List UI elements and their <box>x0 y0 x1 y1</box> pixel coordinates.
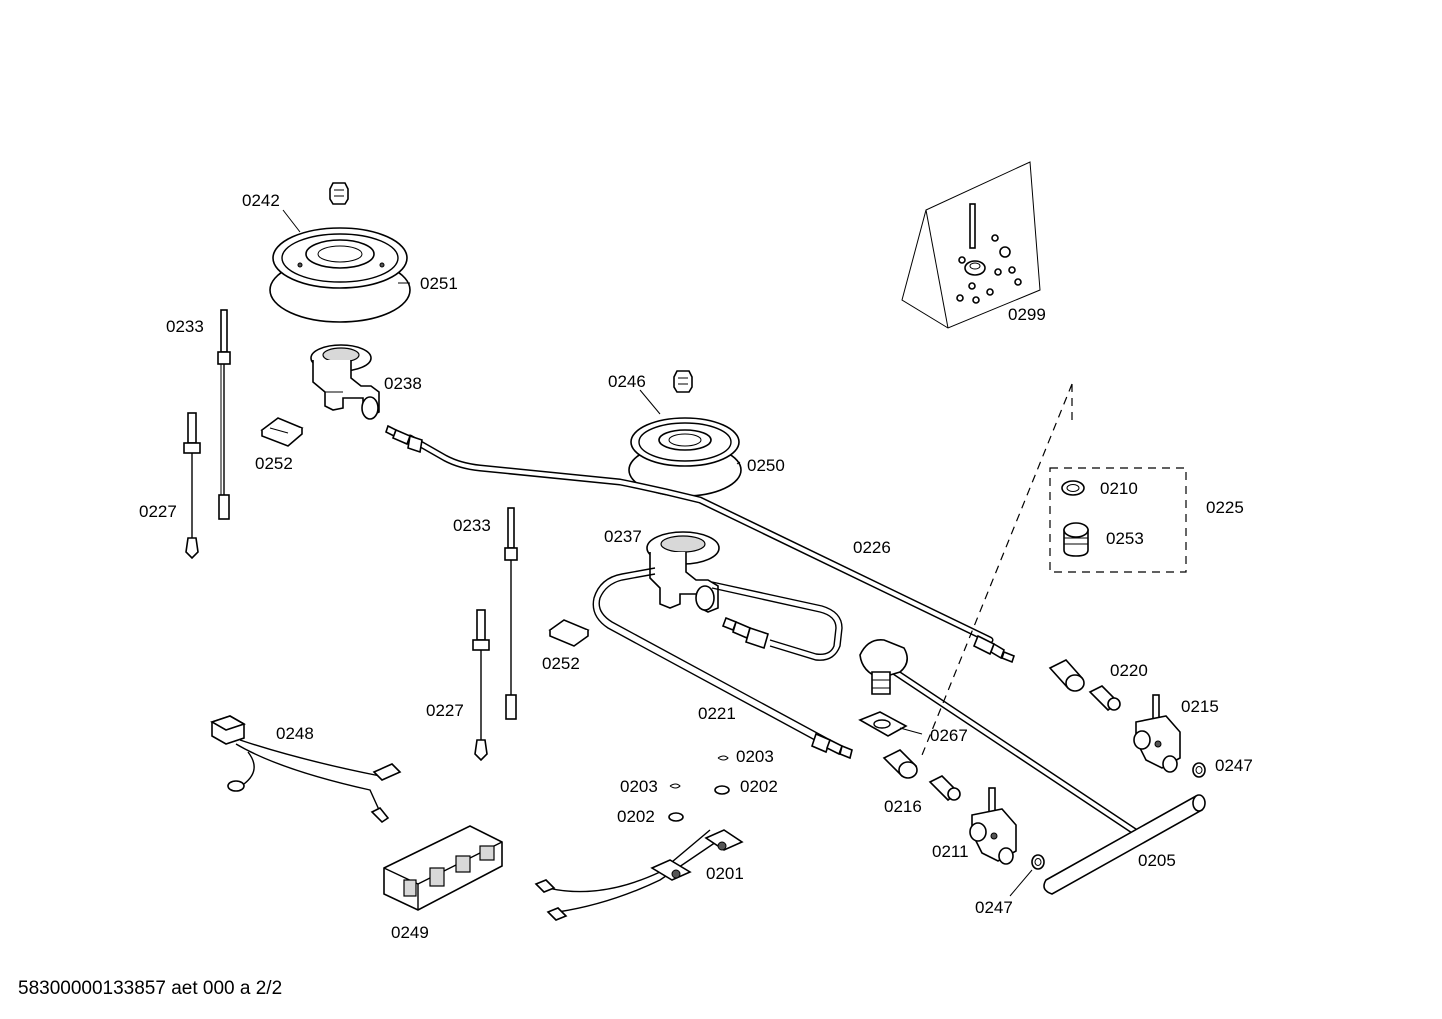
clip-0252-middle-part <box>548 619 590 647</box>
label-0210: 0210 <box>1100 479 1138 498</box>
ignition-electrode-0227-middle-part <box>472 609 490 762</box>
label-0247-bottom: 0247 <box>975 898 1013 917</box>
gas-rail-0205-part <box>859 638 1206 895</box>
label-0246: 0246 <box>608 372 646 391</box>
label-0252-left: 0252 <box>255 454 293 473</box>
label-0201: 0201 <box>706 864 744 883</box>
kit-leader-line <box>919 383 1073 761</box>
ignition-electrode-0227-left-part <box>183 412 201 560</box>
label-0216: 0216 <box>884 797 922 816</box>
adapter-0216-part <box>928 775 961 802</box>
label-0226: 0226 <box>853 538 891 557</box>
label-0237: 0237 <box>604 527 642 546</box>
label-0233-left: 0233 <box>166 317 204 336</box>
label-0238: 0238 <box>384 374 422 393</box>
burner-cap-0250-part <box>628 417 742 497</box>
label-0203-upper: 0203 <box>736 747 774 766</box>
thermocouple-0233-left-part <box>217 309 231 520</box>
seal-set-box-0225 <box>1049 467 1187 573</box>
label-0202-upper: 0202 <box>740 777 778 796</box>
valve-0211-part <box>969 787 1017 865</box>
parts-kit-bag-0299-part <box>901 161 1041 329</box>
label-0267: 0267 <box>930 726 968 745</box>
nut-0220-part <box>1048 659 1085 692</box>
label-0215: 0215 <box>1181 697 1219 716</box>
label-0242: 0242 <box>242 191 280 210</box>
burner-cap-0251-part <box>269 227 411 323</box>
label-0233-middle: 0233 <box>453 516 491 535</box>
label-0202-lower: 0202 <box>617 807 655 826</box>
label-0247-right: 0247 <box>1215 756 1253 775</box>
nozzle-0242-part <box>329 182 349 205</box>
label-0227-left: 0227 <box>139 502 177 521</box>
document-reference-footer: 58300000133857 aet 000 a 2/2 <box>18 978 283 999</box>
adapter-0220-part <box>1088 685 1121 712</box>
label-0249: 0249 <box>391 923 429 942</box>
gas-pipe-0226-part <box>385 424 1015 664</box>
label-0252-middle: 0252 <box>542 654 580 673</box>
washer-0247-right-part <box>1192 762 1206 778</box>
label-0211: 0211 <box>932 842 969 861</box>
burner-body-0237-part <box>646 531 720 613</box>
ignition-module-0249-part <box>383 825 503 911</box>
cable-0248-part <box>210 715 402 824</box>
leader-lines <box>282 209 1033 897</box>
label-0250: 0250 <box>747 456 785 475</box>
label-0220: 0220 <box>1110 661 1148 680</box>
label-0253: 0253 <box>1106 529 1144 548</box>
clips-0203-0202-parts <box>668 755 730 822</box>
thermocouple-0233-middle-part <box>504 507 518 720</box>
label-0221: 0221 <box>698 704 736 723</box>
label-0205: 0205 <box>1138 851 1176 870</box>
label-0227-middle: 0227 <box>426 701 464 720</box>
washer-0247-bottom-part <box>1031 854 1045 870</box>
label-0225: 0225 <box>1206 498 1244 517</box>
nut-0216-part <box>882 749 918 779</box>
spark-switch-0201-part <box>534 829 744 921</box>
label-0299: 0299 <box>1008 305 1046 324</box>
valve-0215-part <box>1133 694 1181 773</box>
label-0203-lower: 0203 <box>620 777 658 796</box>
clip-0252-left-part <box>260 417 304 447</box>
injector-0267-part <box>858 671 908 737</box>
gas-pipe-0221-part <box>592 567 853 760</box>
nozzle-0246-part <box>673 370 693 393</box>
label-0251: 0251 <box>420 274 458 293</box>
burner-body-0238-part <box>310 344 380 420</box>
label-0248: 0248 <box>276 724 314 743</box>
